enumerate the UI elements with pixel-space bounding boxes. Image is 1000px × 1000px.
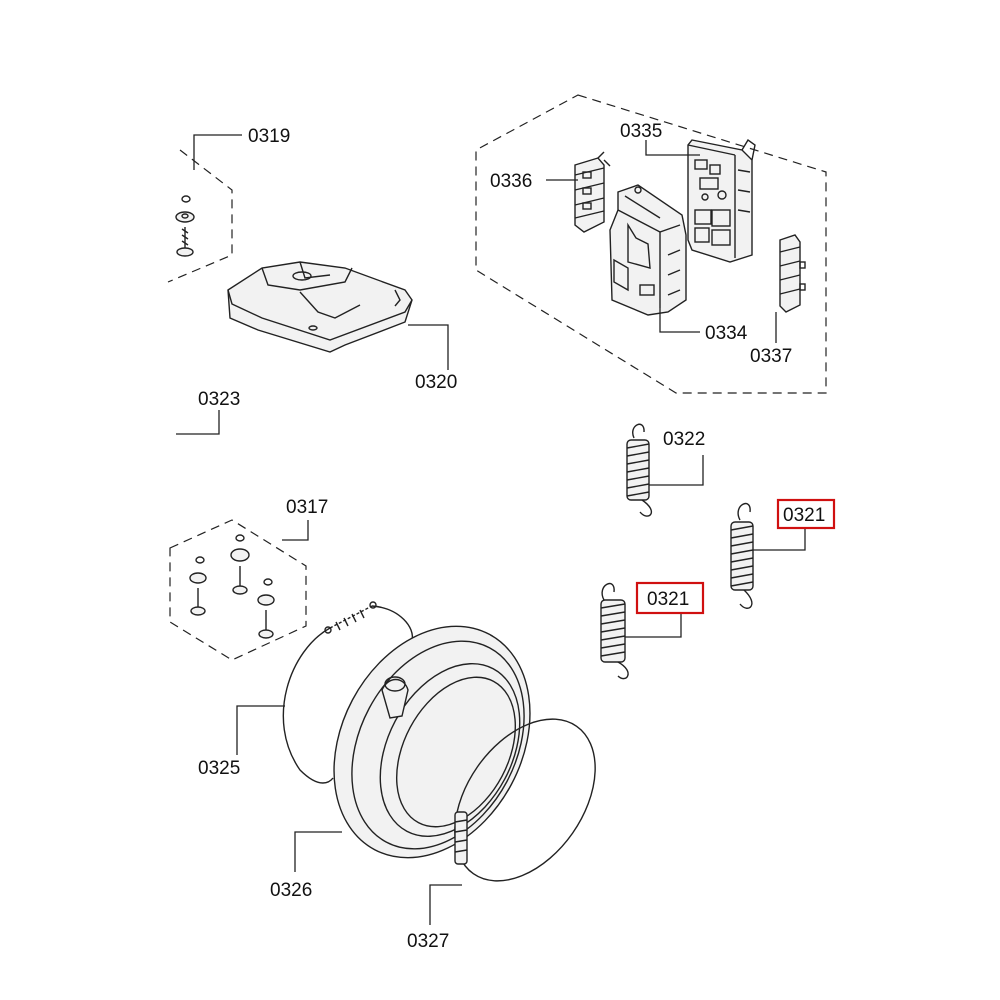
label-0327[interactable]: 0327	[407, 931, 449, 952]
group-electronics-boundary	[475, 94, 827, 394]
leader-0322	[649, 455, 704, 486]
part-0321-spring-right[interactable]	[730, 502, 754, 609]
part-0322-spring[interactable]	[626, 423, 653, 517]
leader-0326	[294, 831, 342, 872]
leader-0323	[176, 410, 220, 435]
part-0325-clamp-ring[interactable]	[282, 601, 414, 784]
part-0319-screw-set[interactable]	[175, 195, 195, 257]
label-0323[interactable]: 0323	[198, 389, 240, 410]
group-0319-boundary	[167, 149, 233, 283]
leader-0320	[408, 324, 449, 370]
label-0319[interactable]: 0319	[248, 126, 290, 147]
part-0337-connector-strip[interactable]	[779, 234, 806, 313]
leader-0335	[645, 140, 700, 156]
group-0317-boundary	[169, 519, 307, 661]
highlight-box-0321-right	[776, 498, 836, 530]
leader-0321-right	[753, 528, 806, 551]
leader-0327	[429, 884, 462, 925]
label-0336[interactable]: 0336	[490, 171, 532, 192]
label-0326[interactable]: 0326	[270, 880, 312, 901]
label-0335[interactable]: 0335	[620, 121, 662, 142]
leader-0317	[282, 520, 309, 541]
part-0335-control-board[interactable]	[687, 138, 756, 263]
part-0327-outer-clamp[interactable]	[426, 693, 624, 907]
label-0337[interactable]: 0337	[750, 346, 792, 367]
leader-0325	[236, 705, 285, 755]
part-0321-spring-left[interactable]	[600, 582, 629, 680]
label-0321-right[interactable]: 0321	[783, 505, 825, 526]
label-0325[interactable]: 0325	[198, 758, 240, 779]
part-0334-housing[interactable]	[609, 184, 687, 316]
leader-0321-left	[625, 612, 682, 638]
part-0336-connector[interactable]	[574, 151, 611, 233]
leader-0319	[193, 134, 242, 170]
part-0317-fastener-kit[interactable]	[189, 534, 275, 639]
label-0317[interactable]: 0317	[286, 497, 328, 518]
label-0322[interactable]: 0322	[663, 429, 705, 450]
leader-0334	[659, 308, 700, 333]
part-0326-door-seal[interactable]	[295, 592, 568, 892]
label-0320[interactable]: 0320	[415, 372, 457, 393]
label-0321-left[interactable]: 0321	[647, 589, 689, 610]
highlight-box-0321-left	[635, 581, 705, 615]
part-0320-counterweight[interactable]	[227, 261, 413, 353]
label-0334[interactable]: 0334	[705, 323, 748, 344]
